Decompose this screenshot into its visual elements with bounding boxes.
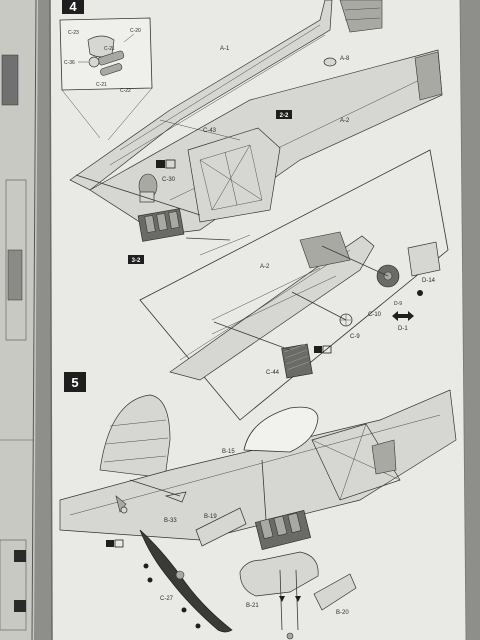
label-a2-mid: A-2 xyxy=(260,264,270,270)
label-b15: B-15 xyxy=(222,449,235,455)
guide-line xyxy=(321,245,389,277)
sub-step-3-2: 3-2 xyxy=(132,258,141,264)
label-c27: C-27 xyxy=(160,596,174,602)
panel-b19 xyxy=(195,507,247,547)
paint-callout-icon xyxy=(322,345,332,354)
canopy-b15 xyxy=(243,406,319,453)
guide-line xyxy=(129,479,181,497)
guide-line xyxy=(75,174,201,216)
paint-callout-icon xyxy=(114,539,124,548)
step-5: 5 B-15 xyxy=(59,372,457,640)
step-number-box xyxy=(62,0,84,14)
cockpit-frame-c43 xyxy=(187,127,281,223)
step-number: 4 xyxy=(69,0,77,14)
cowling-b21 xyxy=(239,551,319,597)
label-b19: B-19 xyxy=(204,514,217,520)
arrow-icon xyxy=(279,596,285,602)
label-b21: B-21 xyxy=(246,603,259,609)
tail-rudder xyxy=(99,394,171,479)
guide-line xyxy=(291,291,347,321)
label-c23: C-23 xyxy=(68,30,79,36)
paint-callout-icon xyxy=(106,540,114,547)
step-number: 5 xyxy=(71,375,78,390)
label-c21b: C-21 xyxy=(96,82,107,88)
label-d14: D-14 xyxy=(422,278,436,284)
guide-line xyxy=(213,321,291,351)
tail-parts-a8 xyxy=(323,0,383,67)
guide-line xyxy=(261,459,267,521)
label-a2-top: A-2 xyxy=(340,118,350,124)
label-c9: C-9 xyxy=(350,334,360,340)
marker-dot xyxy=(147,577,153,583)
label-c20: C-20 xyxy=(130,28,141,34)
label-c36: C-36 xyxy=(64,60,75,66)
sub-step-2-2: 2-2 xyxy=(280,113,289,119)
engine-step-5 xyxy=(254,510,312,550)
marker-dot xyxy=(143,563,149,569)
fuselage-inner-a2 xyxy=(169,231,375,381)
label-a1: A-1 xyxy=(220,46,230,52)
marker-dot xyxy=(417,290,423,296)
tail-wheel-b33 xyxy=(115,491,187,514)
paint-callout-icon xyxy=(156,160,165,168)
label-c22: C-22 xyxy=(120,88,131,94)
radiator-c44 xyxy=(281,343,313,379)
propeller-c27 xyxy=(139,529,233,633)
engine-detail-parts xyxy=(78,33,135,76)
label-a8: A-8 xyxy=(340,56,350,62)
adjacent-page-fragments xyxy=(0,54,34,631)
double-arrow-icon xyxy=(392,311,414,321)
paint-callout-icon xyxy=(165,159,176,169)
fuselage-half-a1 xyxy=(69,0,333,191)
marker-dot xyxy=(181,607,187,613)
sub-assembly-frame xyxy=(139,149,449,421)
paint-callout-icon xyxy=(314,346,322,353)
label-d9: D-9 xyxy=(394,301,402,307)
guide-line xyxy=(159,119,241,141)
step-number-box xyxy=(64,372,86,392)
label-b33: B-33 xyxy=(164,518,177,524)
label-c30: C-30 xyxy=(162,177,176,183)
sub-step-box-3-2 xyxy=(128,255,144,264)
label-d1: D-1 xyxy=(398,326,408,332)
engine-assembly xyxy=(137,208,185,242)
part-c30 xyxy=(138,173,158,203)
label-c21a: C-21 xyxy=(104,46,115,52)
label-b20: B-20 xyxy=(336,610,349,616)
arrow-icon xyxy=(295,596,301,602)
marker-dot xyxy=(195,623,201,629)
label-c44: C-44 xyxy=(266,370,280,376)
guide-line xyxy=(185,237,231,241)
sub-step-box-2-2 xyxy=(276,110,292,119)
panel-b20 xyxy=(313,573,357,611)
label-c43: C-43 xyxy=(203,128,217,134)
fuselage-assembled xyxy=(59,389,457,541)
label-c10: C-10 xyxy=(368,312,382,318)
step-4: 4 C-23 C-20 C-36 C-21 C-21 C-22 xyxy=(59,0,449,421)
adjacent-page-left xyxy=(0,0,38,640)
